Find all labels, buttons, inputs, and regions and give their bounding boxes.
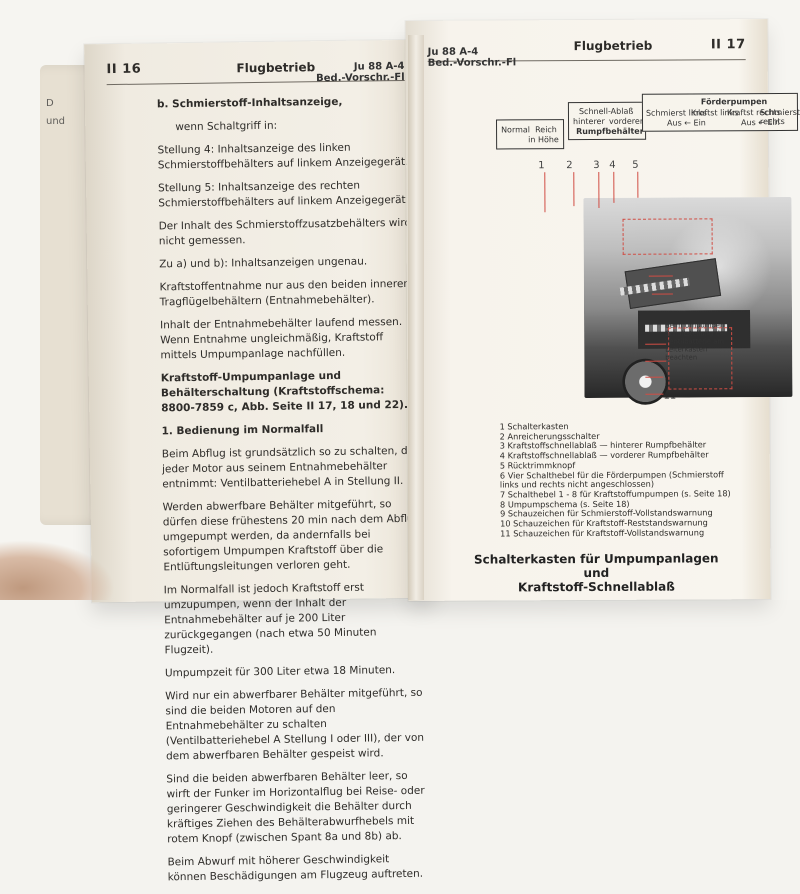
leader-line-6 [648, 275, 673, 277]
leader-line-11 [645, 393, 664, 395]
right-page-reference-bottom: Bed.-Vorschr.-Fl [427, 57, 517, 69]
mixture-label-hoehe: in Höhe [528, 135, 559, 145]
right-page-header: Ju 88 A-4 Bed.-Vorschr.-Fl Flugbetrieb I… [427, 37, 746, 69]
diagram-note-text: Beim Umpumpen Schaltstellung der Ventilb… [665, 321, 727, 362]
callout-3: 3 [593, 159, 600, 171]
dump-label-hinterer: hinterer [572, 116, 605, 127]
photo-gauge [622, 358, 669, 405]
leader-line-7 [651, 293, 673, 295]
paragraph: Kraftstoffentnahme nur aus den beiden in… [159, 277, 411, 309]
right-page-reference: Ju 88 A-4 Bed.-Vorschr.-Fl [427, 46, 517, 69]
underleaf-text-line: und [46, 116, 66, 127]
paragraph: Im Normalfall ist jedoch Kraftstoff erst… [163, 581, 377, 657]
pump-label-title: Förderpumpen [700, 97, 768, 107]
dump-label-rumpfbehaelter: Rumpfbehälter [576, 126, 644, 137]
paragraph: Sind die beiden abwerfbaren Behälter lee… [166, 769, 425, 846]
legend: 1 Schalterkasten 2 Anreicherungsschalter… [500, 421, 739, 539]
mixture-label-normal: Normal [501, 125, 531, 135]
left-page-header: II 16 Flugbetrieb Ju 88 A-4 Bed.-Vorschr… [106, 57, 405, 86]
pump-label-aus-ein-right: Aus ← Ein [740, 117, 780, 128]
dump-label-title: Schnell-Ablaß [578, 106, 634, 117]
legend-item: 11 Schauzeichen für Kraftstoff-Vollstand… [500, 527, 705, 539]
paragraph: Der Inhalt des Schmierstoffzusatzbehälte… [158, 216, 412, 248]
callout-4: 4 [609, 159, 616, 171]
paragraph: Stellung 5: Inhaltsanzeige des rechten S… [158, 179, 410, 210]
callout-box-upper [622, 218, 713, 255]
pump-label-box: Förderpumpen Schmierst links Kraftst lin… [641, 92, 800, 132]
dump-label-vorderer: vorderer [608, 116, 644, 126]
paragraph: Beim Abwurf mit höherer Geschwindigkeit … [167, 853, 424, 884]
left-page-reference: Ju 88 A-4 Bed.-Vorschr.-Fl [316, 61, 405, 84]
leader-line-1 [544, 172, 546, 213]
left-page: II 16 Flugbetrieb Ju 88 A-4 Bed.-Vorschr… [84, 39, 434, 883]
leader-line-8 [645, 343, 667, 345]
section-heading: Kraftstoff-Umpumpanlage und Behälterscha… [160, 369, 409, 415]
paragraph: Werden abwerfbare Behälter mitgeführt, s… [162, 498, 421, 574]
mixture-label-box: Normal Reich in Höhe [496, 119, 565, 150]
thumb [0, 540, 115, 600]
paragraph: Inhalt der Entnahmebehälter laufend mess… [159, 316, 403, 362]
mixture-label-reich: Reich [535, 125, 557, 135]
legend-item: 6 Vier Schalthebel für die Förderpumpen … [499, 468, 724, 490]
underleaf-text: D und [46, 95, 106, 131]
paragraph: Umpumpzeit für 300 Liter etwa 18 Minuten… [164, 664, 396, 680]
book-scene: D und II 16 Flugbetrieb Ju 88 A-4 Bed.-V… [0, 19, 800, 884]
leader-line-5 [637, 171, 639, 198]
pump-label-aus-ein-left: Aus ← Ein [666, 118, 706, 128]
right-page-number: II 17 [710, 37, 746, 53]
leader-line-2 [573, 172, 575, 207]
leader-line-4 [613, 171, 615, 203]
left-page-reference-bottom: Bed.-Vorschr.-Fl [316, 71, 405, 85]
dump-label-box: Schnell-Ablaß hinterer vorderer Rumpfbeh… [567, 101, 647, 141]
callout-5: 5 [632, 159, 639, 171]
section-heading: b. Schmierstoff-Inhaltsanzeige, [156, 95, 343, 111]
left-page-number: II 16 [106, 61, 142, 78]
left-page-content: b. Schmierstoff-Inhaltsanzeige, wenn Sch… [157, 94, 428, 894]
figure-caption-line-1: Schalterkasten für Umpumpanlagen und [473, 551, 719, 581]
figure-caption-line-2: Kraftstoff-Schnellablaß [517, 579, 675, 595]
paragraph: Zu a) und b): Inhaltsanzeigen ungenau. [159, 255, 368, 271]
book-spine [408, 35, 424, 600]
right-page-title: Flugbetrieb [573, 38, 653, 54]
left-page-title: Flugbetrieb [236, 60, 316, 76]
subsection-heading: 1. Bedienung im Normalfall [161, 423, 324, 438]
right-page: Ju 88 A-4 Bed.-Vorschr.-Fl Flugbetrieb I… [405, 19, 800, 601]
paragraph: Beim Abflug ist grundsätzlich so zu scha… [161, 444, 421, 491]
leader-line-9 [645, 360, 667, 362]
paragraph: wenn Schaltgriff in: [175, 119, 278, 134]
figure-caption: Schalterkasten für Umpumpanlagen und Kra… [471, 551, 721, 594]
right-page-reference-top: Ju 88 A-4 [427, 46, 479, 58]
paragraph: Stellung 4: Inhaltsanzeige des linken Sc… [157, 141, 409, 172]
underleaf-text-line: D [46, 98, 54, 109]
leader-line-3 [598, 171, 600, 208]
leader-line-10 [645, 376, 664, 378]
callout-1: 1 [538, 160, 545, 172]
paragraph: Wird nur ein abwerfbarer Behälter mitgef… [165, 686, 425, 763]
diagram-note: Beim Umpumpen Schaltstellung der Ventilb… [665, 321, 735, 361]
callout-2: 2 [566, 160, 573, 172]
diagram-area: Normal Reich in Höhe Schnell-Ablaß hinte… [494, 77, 800, 405]
